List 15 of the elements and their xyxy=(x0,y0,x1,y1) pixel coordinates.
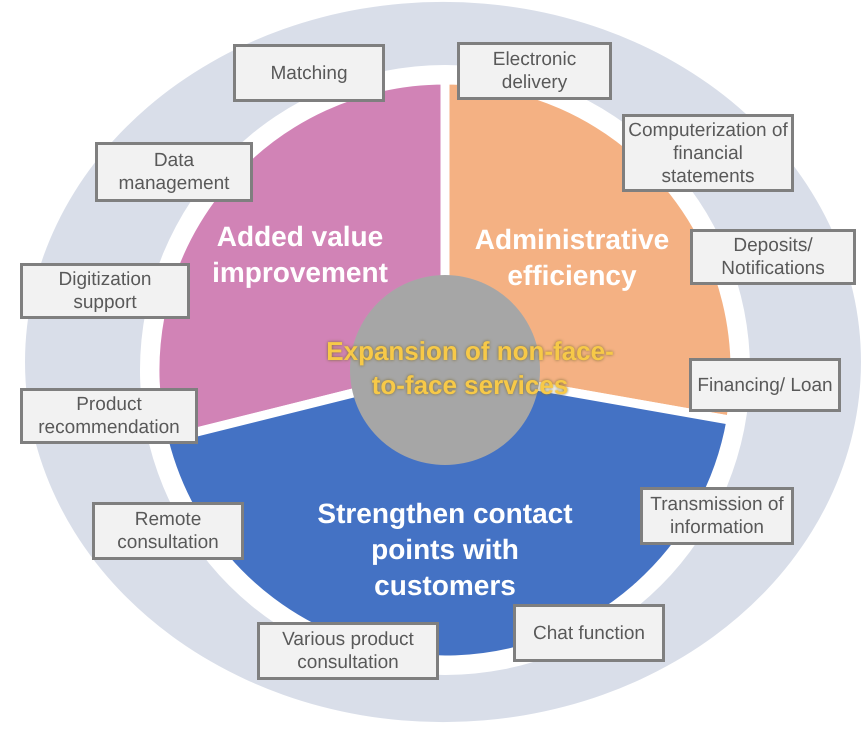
service-box: Matching xyxy=(233,44,385,102)
service-box: Remote consultation xyxy=(92,502,244,560)
service-box: Transmission of information xyxy=(640,487,794,545)
sector-title: Strengthen contact points with customers xyxy=(316,497,574,603)
service-box: Electronic delivery xyxy=(457,42,612,100)
service-box: Digitization support xyxy=(20,263,190,319)
service-box: Computerization of financial statements xyxy=(622,114,794,192)
service-box: Financing/ Loan xyxy=(689,358,841,412)
service-box: Data management xyxy=(95,142,253,202)
sector-title: Added value improvement xyxy=(211,220,389,290)
sector-title: Administrative efficiency xyxy=(474,223,670,293)
service-box: Various product consultation xyxy=(257,622,439,680)
service-box: Deposits/ Notifications xyxy=(690,229,856,285)
service-box: Product recommendation xyxy=(20,388,198,444)
service-box: Chat function xyxy=(513,604,665,662)
